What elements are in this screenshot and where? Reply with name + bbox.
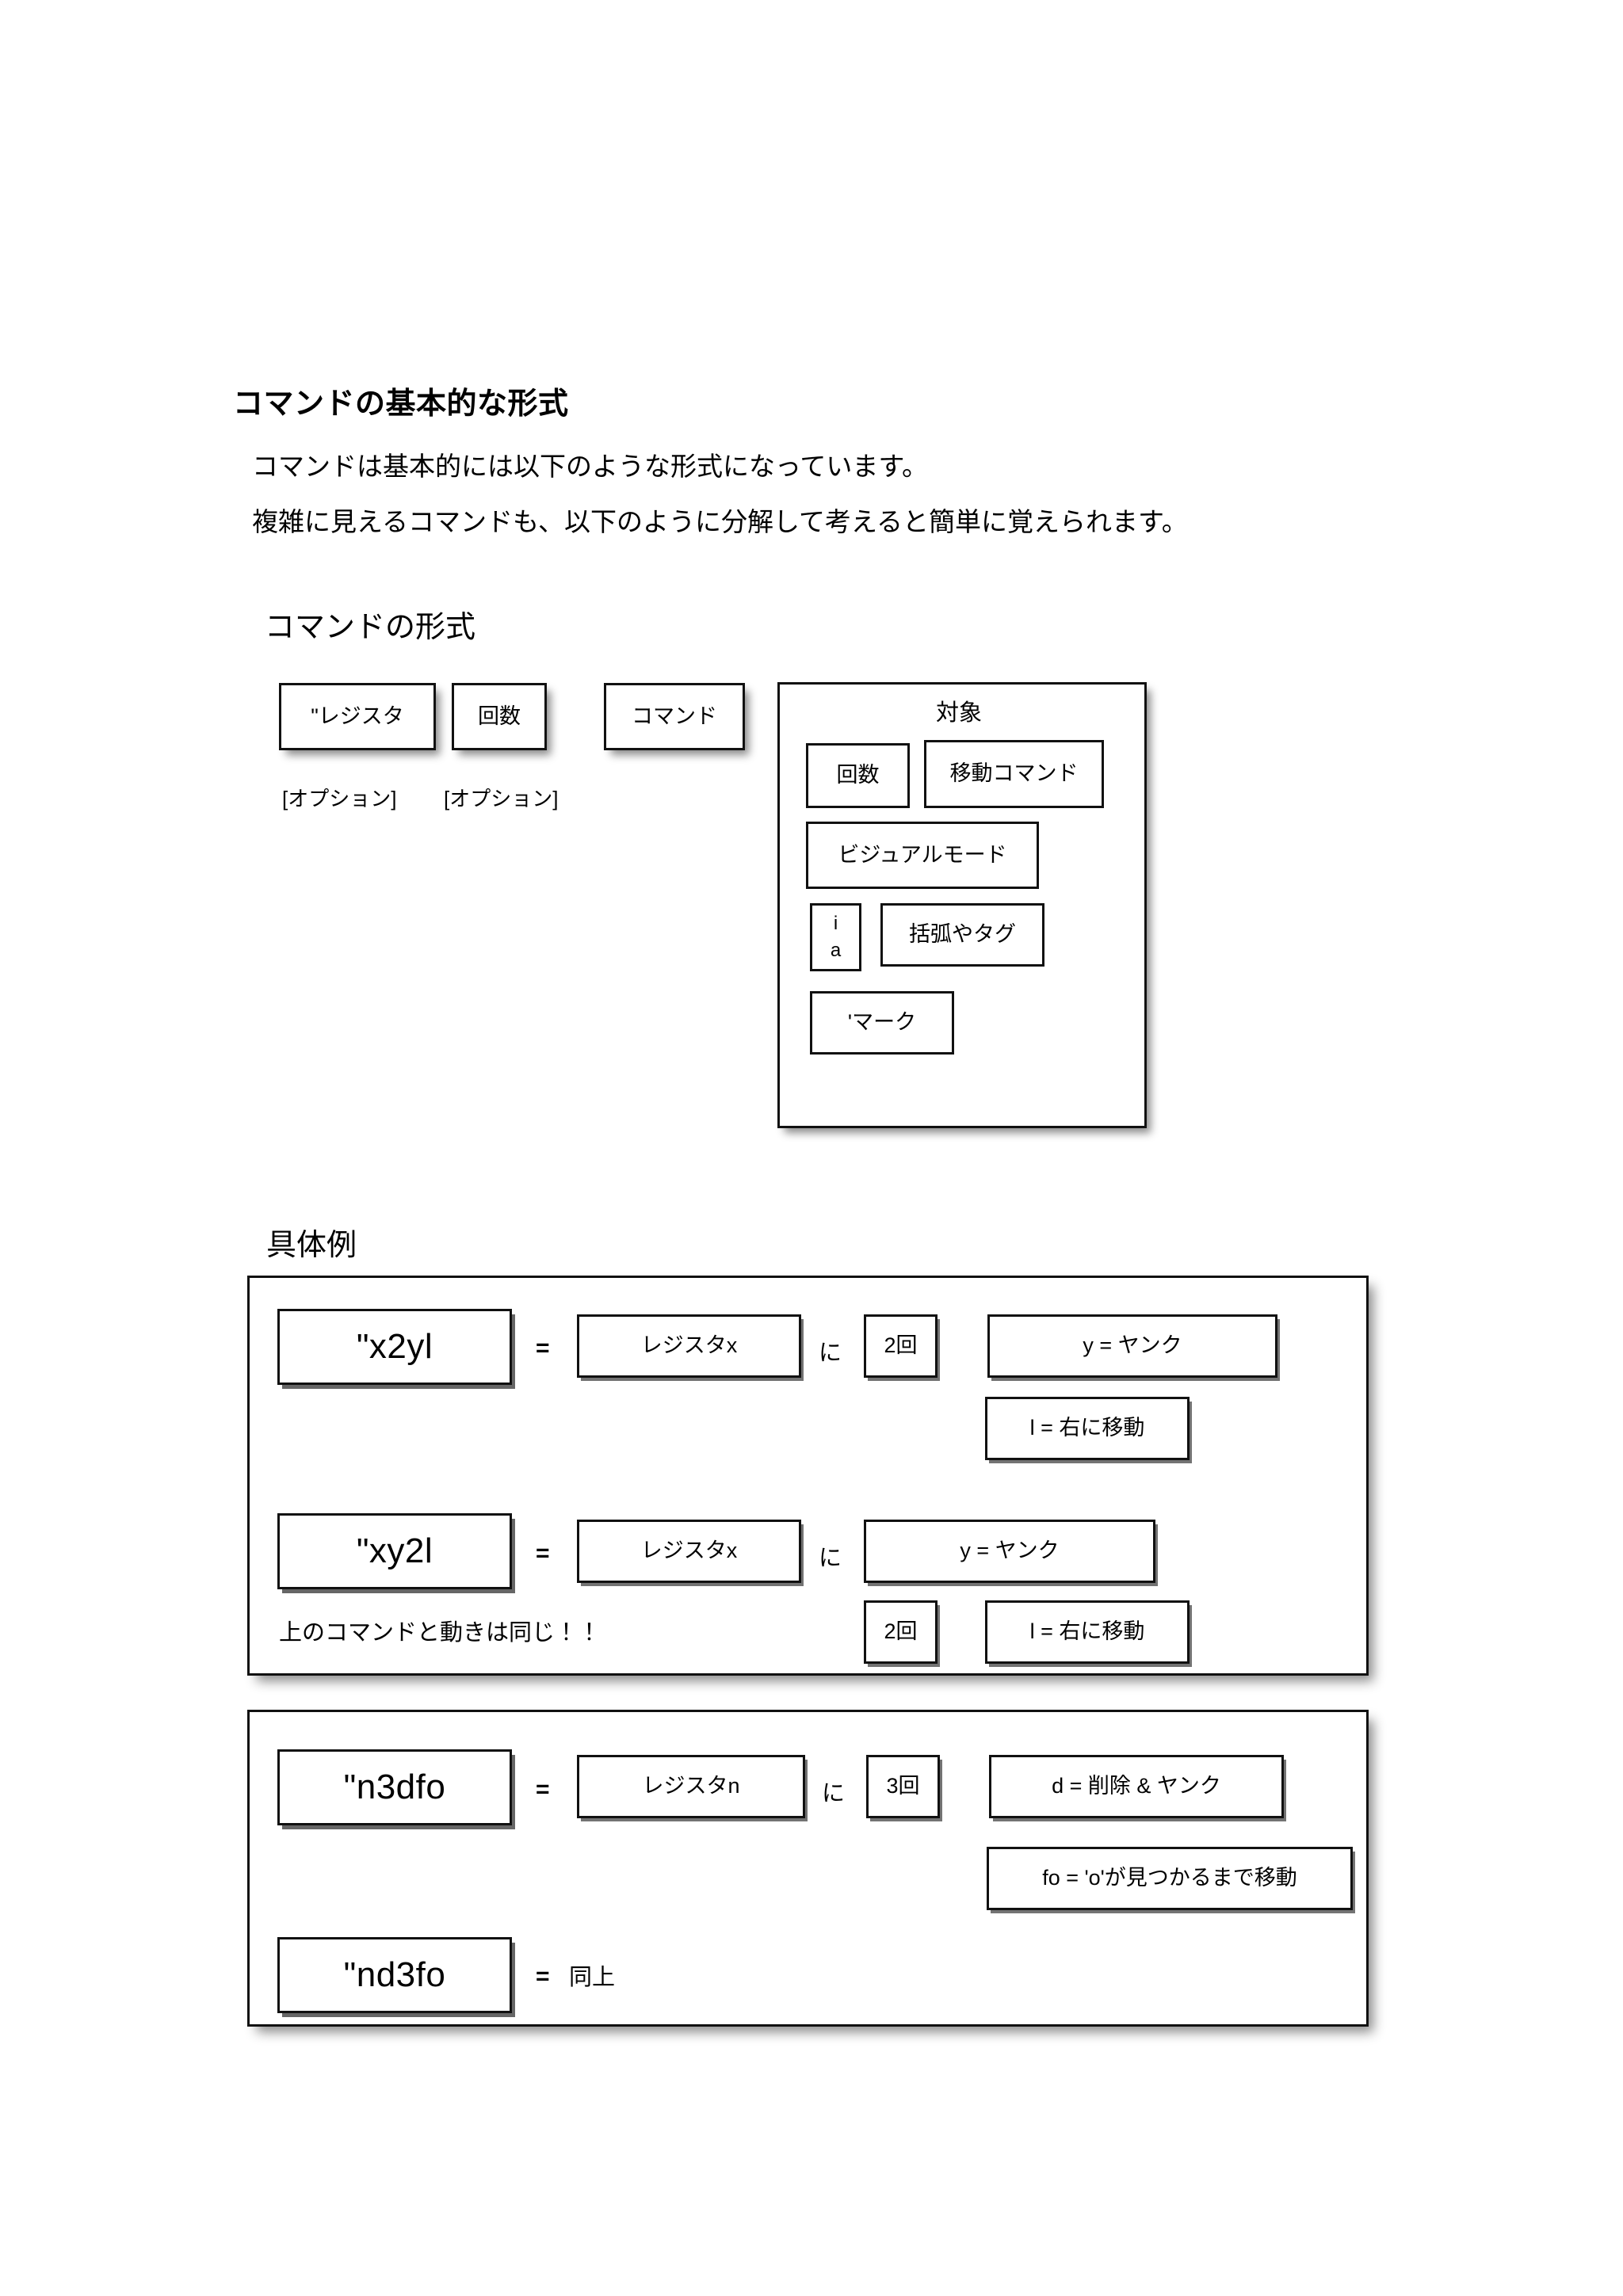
- example1-row1-connector: に: [819, 1341, 842, 1366]
- example1-row1-action: y = ヤンク: [987, 1314, 1277, 1378]
- format-box-register-label: "レジスタ: [311, 704, 404, 728]
- example1-row1-register-label: レジスタx: [640, 1333, 738, 1358]
- example1-row1-motion: l = 右に移動: [985, 1397, 1190, 1460]
- example2-row1-count-label: 3回: [886, 1774, 920, 1798]
- target-item-motion-command: 移動コマンド: [924, 740, 1104, 808]
- target-item-count: 回数: [806, 743, 910, 808]
- example1-row2-connector: に: [819, 1546, 842, 1571]
- example1-row2-motion-label: l = 右に移動: [1029, 1619, 1145, 1644]
- format-box-register-caption: [オプション]: [282, 787, 397, 810]
- target-item-text-object-line1: i: [833, 913, 838, 935]
- target-item-mark: 'マーク: [810, 991, 954, 1055]
- format-box-command-label: コマンド: [632, 704, 717, 728]
- example2-row1-equals: =: [536, 1776, 550, 1802]
- example1-row2-equals: =: [536, 1540, 550, 1566]
- examples-title: 具体例: [266, 1229, 357, 1262]
- example1-row1-action-label: y = ヤンク: [1083, 1333, 1182, 1358]
- format-box-count-label: 回数: [478, 704, 521, 728]
- target-item-text-object: i a: [810, 903, 861, 971]
- example1-row1-equals: =: [536, 1335, 550, 1361]
- example2-row1-register-label: レジスタn: [642, 1774, 740, 1798]
- example1-row2-count-label: 2回: [884, 1619, 918, 1644]
- intro-line-2: 複雑に見えるコマンドも、以下のように分解して考えると簡単に覚えられます。: [252, 507, 1188, 536]
- example2-row1-action-label: d = 削除 & ヤンク: [1052, 1774, 1221, 1798]
- example1-row2-register: レジスタx: [577, 1520, 801, 1583]
- target-item-count-label: 回数: [836, 763, 880, 788]
- example2-row1-connector: に: [822, 1781, 846, 1806]
- target-panel-title: 対象: [936, 700, 983, 726]
- example1-row2-action-label: y = ヤンク: [960, 1539, 1060, 1563]
- example2-row1-motion: fo = 'o'が見つかるまで移動: [987, 1847, 1353, 1910]
- target-item-visual-mode: ビジュアルモード: [806, 822, 1039, 889]
- example1-row2-motion: l = 右に移動: [985, 1600, 1190, 1664]
- example1-row1-count: 2回: [864, 1314, 938, 1378]
- target-item-motion-command-label: 移動コマンド: [949, 761, 1079, 786]
- example2-row1-action: d = 削除 & ヤンク: [989, 1755, 1284, 1818]
- format-box-command: コマンド: [604, 683, 745, 750]
- target-item-brackets-tags-label: 括弧やタグ: [909, 922, 1016, 947]
- page-title: コマンドの基本的な形式: [233, 387, 569, 421]
- format-box-count: 回数: [452, 683, 547, 750]
- example2-row2-same-as-above: 同上: [569, 1965, 616, 1990]
- example2-row1-count: 3回: [866, 1755, 940, 1818]
- example1-row2-register-label: レジスタx: [640, 1539, 738, 1563]
- example2-row2-command: "nd3fo: [277, 1937, 512, 2013]
- example2-row1-motion-label: fo = 'o'が見つかるまで移動: [1042, 1866, 1297, 1890]
- example1-row2-count: 2回: [864, 1600, 938, 1664]
- example1-row2-note: 上のコマンドと動きは同じ！！: [279, 1620, 601, 1646]
- example1-row1-motion-label: l = 右に移動: [1029, 1416, 1145, 1440]
- example1-row1-register: レジスタx: [577, 1314, 801, 1378]
- target-item-brackets-tags: 括弧やタグ: [880, 903, 1044, 967]
- format-box-count-caption: [オプション]: [444, 787, 559, 810]
- target-item-visual-mode-label: ビジュアルモード: [838, 842, 1007, 867]
- example1-row2-action: y = ヤンク: [864, 1520, 1155, 1583]
- target-item-text-object-line2: a: [830, 940, 842, 961]
- example1-row1-count-label: 2回: [884, 1333, 918, 1358]
- example2-row1-register: レジスタn: [577, 1755, 805, 1818]
- format-box-register: "レジスタ: [279, 683, 436, 750]
- example2-row2-equals: =: [536, 1963, 550, 1989]
- example1-row1-command: "x2yl: [277, 1309, 512, 1385]
- intro-line-1: コマンドは基本的には以下のような形式になっています。: [252, 452, 929, 481]
- example1-row2-command: "xy2l: [277, 1513, 512, 1589]
- example2-row1-command: "n3dfo: [277, 1749, 512, 1825]
- format-diagram-title: コマンドの形式: [265, 611, 476, 644]
- target-item-mark-label: 'マーク: [847, 1010, 917, 1035]
